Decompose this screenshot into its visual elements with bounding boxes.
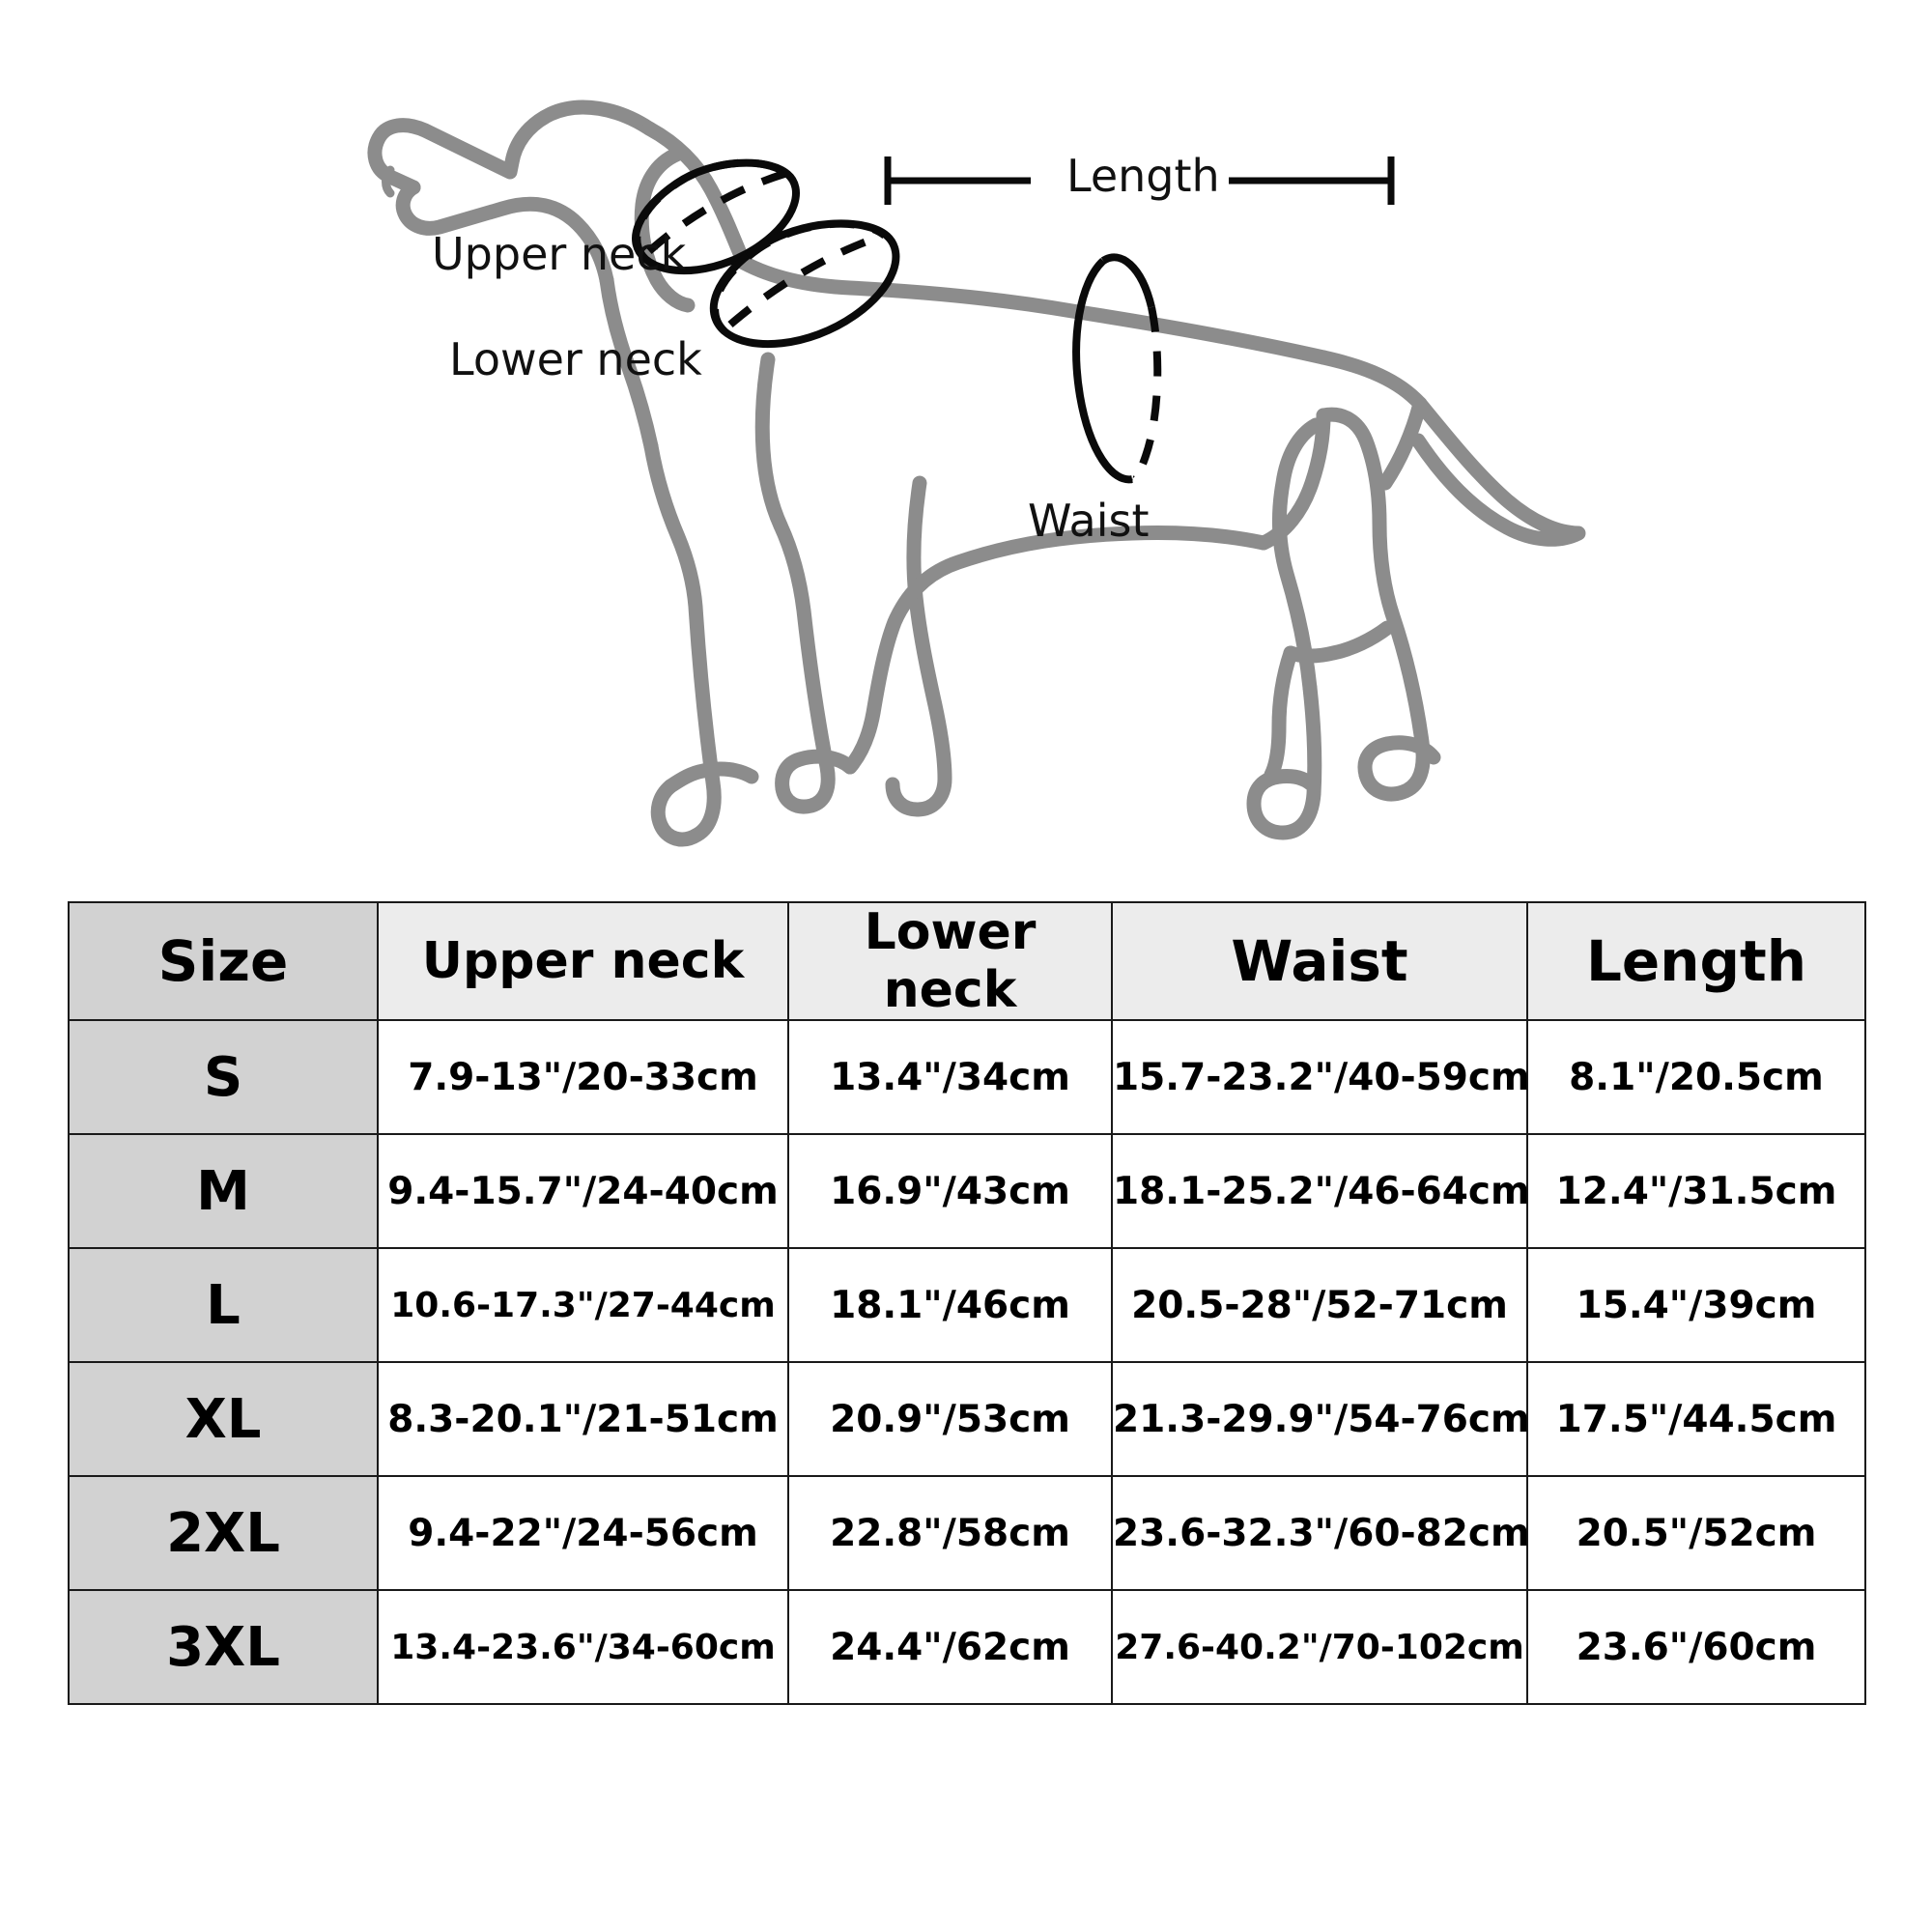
cell-upper-neck: 9.4-22"/24-56cm [377, 1475, 789, 1591]
cell-length: 23.6"/60cm [1526, 1589, 1866, 1705]
size-chart-table: Size Upper neck Lower neck Waist Length … [68, 901, 1866, 1705]
cell-waist: 18.1-25.2"/46-64cm [1111, 1133, 1530, 1249]
cell-lower-neck: 20.9"/53cm [787, 1361, 1113, 1477]
upper-neck-label: Upper neck [432, 228, 687, 280]
cell-size: L [68, 1247, 379, 1363]
column-header-length: Length [1526, 901, 1866, 1021]
table-row: L 10.6-17.3"/27-44cm 18.1"/46cm 20.5-28"… [68, 1247, 1866, 1363]
cell-length: 20.5"/52cm [1526, 1475, 1866, 1591]
cell-size: 2XL [68, 1475, 379, 1591]
cell-lower-neck: 22.8"/58cm [787, 1475, 1113, 1591]
cell-waist: 21.3-29.9"/54-76cm [1111, 1361, 1530, 1477]
cell-length: 17.5"/44.5cm [1526, 1361, 1866, 1477]
table-row: S 7.9-13"/20-33cm 13.4"/34cm 15.7-23.2"/… [68, 1019, 1866, 1135]
cell-lower-neck: 24.4"/62cm [787, 1589, 1113, 1705]
cell-upper-neck: 7.9-13"/20-33cm [377, 1019, 789, 1135]
table-row: M 9.4-15.7"/24-40cm 16.9"/43cm 18.1-25.2… [68, 1133, 1866, 1249]
cell-lower-neck: 13.4"/34cm [787, 1019, 1113, 1135]
cell-size: 3XL [68, 1589, 379, 1705]
cell-lower-neck: 18.1"/46cm [787, 1247, 1113, 1363]
cell-upper-neck: 13.4-23.6"/34-60cm [377, 1589, 789, 1705]
lower-neck-label: Lower neck [449, 333, 702, 385]
cell-upper-neck: 10.6-17.3"/27-44cm [377, 1247, 789, 1363]
cell-size: XL [68, 1361, 379, 1477]
cell-upper-neck: 8.3-20.1"/21-51cm [377, 1361, 789, 1477]
dog-silhouette-icon [367, 99, 1586, 847]
table-header: Size Upper neck Lower neck Waist Length [68, 901, 1866, 1021]
lower-neck-dashed-chord [727, 232, 885, 328]
cell-size: S [68, 1019, 379, 1135]
cell-size: M [68, 1133, 379, 1249]
cell-waist: 15.7-23.2"/40-59cm [1111, 1019, 1530, 1135]
table-body: S 7.9-13"/20-33cm 13.4"/34cm 15.7-23.2"/… [68, 1019, 1866, 1705]
table-row: XL 8.3-20.1"/21-51cm 20.9"/53cm 21.3-29.… [68, 1361, 1866, 1477]
upper-neck-ellipse-icon [632, 158, 800, 275]
length-label: Length [1066, 150, 1220, 202]
size-chart-table-container: Size Upper neck Lower neck Waist Length … [68, 901, 1866, 1705]
cell-length: 8.1"/20.5cm [1526, 1019, 1866, 1135]
lower-neck-ellipse-icon [709, 219, 900, 349]
table-row: 3XL 13.4-23.6"/34-60cm 24.4"/62cm 27.6-4… [68, 1589, 1866, 1705]
column-header-size: Size [68, 901, 379, 1021]
cell-waist: 27.6-40.2"/70-102cm [1111, 1589, 1528, 1705]
column-header-upper-neck: Upper neck [377, 901, 789, 1021]
length-dimension-line-icon [884, 156, 1395, 205]
cell-upper-neck: 9.4-15.7"/24-40cm [377, 1133, 789, 1249]
cell-waist: 20.5-28"/52-71cm [1111, 1247, 1528, 1363]
cell-lower-neck: 16.9"/43cm [787, 1133, 1113, 1249]
cell-length: 12.4"/31.5cm [1526, 1133, 1866, 1249]
waist-label: Waist [1028, 495, 1150, 547]
table-row: 2XL 9.4-22"/24-56cm 22.8"/58cm 23.6-32.3… [68, 1475, 1866, 1591]
waist-ellipse-icon [1072, 253, 1162, 484]
table-header-row: Size Upper neck Lower neck Waist Length [68, 901, 1866, 1021]
column-header-waist: Waist [1111, 901, 1528, 1021]
upper-neck-dashed-chord [646, 170, 786, 254]
dog-diagram-svg [367, 99, 1586, 847]
cell-waist: 23.6-32.3"/60-82cm [1111, 1475, 1530, 1591]
cell-length: 15.4"/39cm [1526, 1247, 1866, 1363]
dog-measurement-diagram: Upper neck Lower neck Waist Length [0, 0, 1932, 869]
column-header-lower-neck: Lower neck [787, 901, 1113, 1021]
